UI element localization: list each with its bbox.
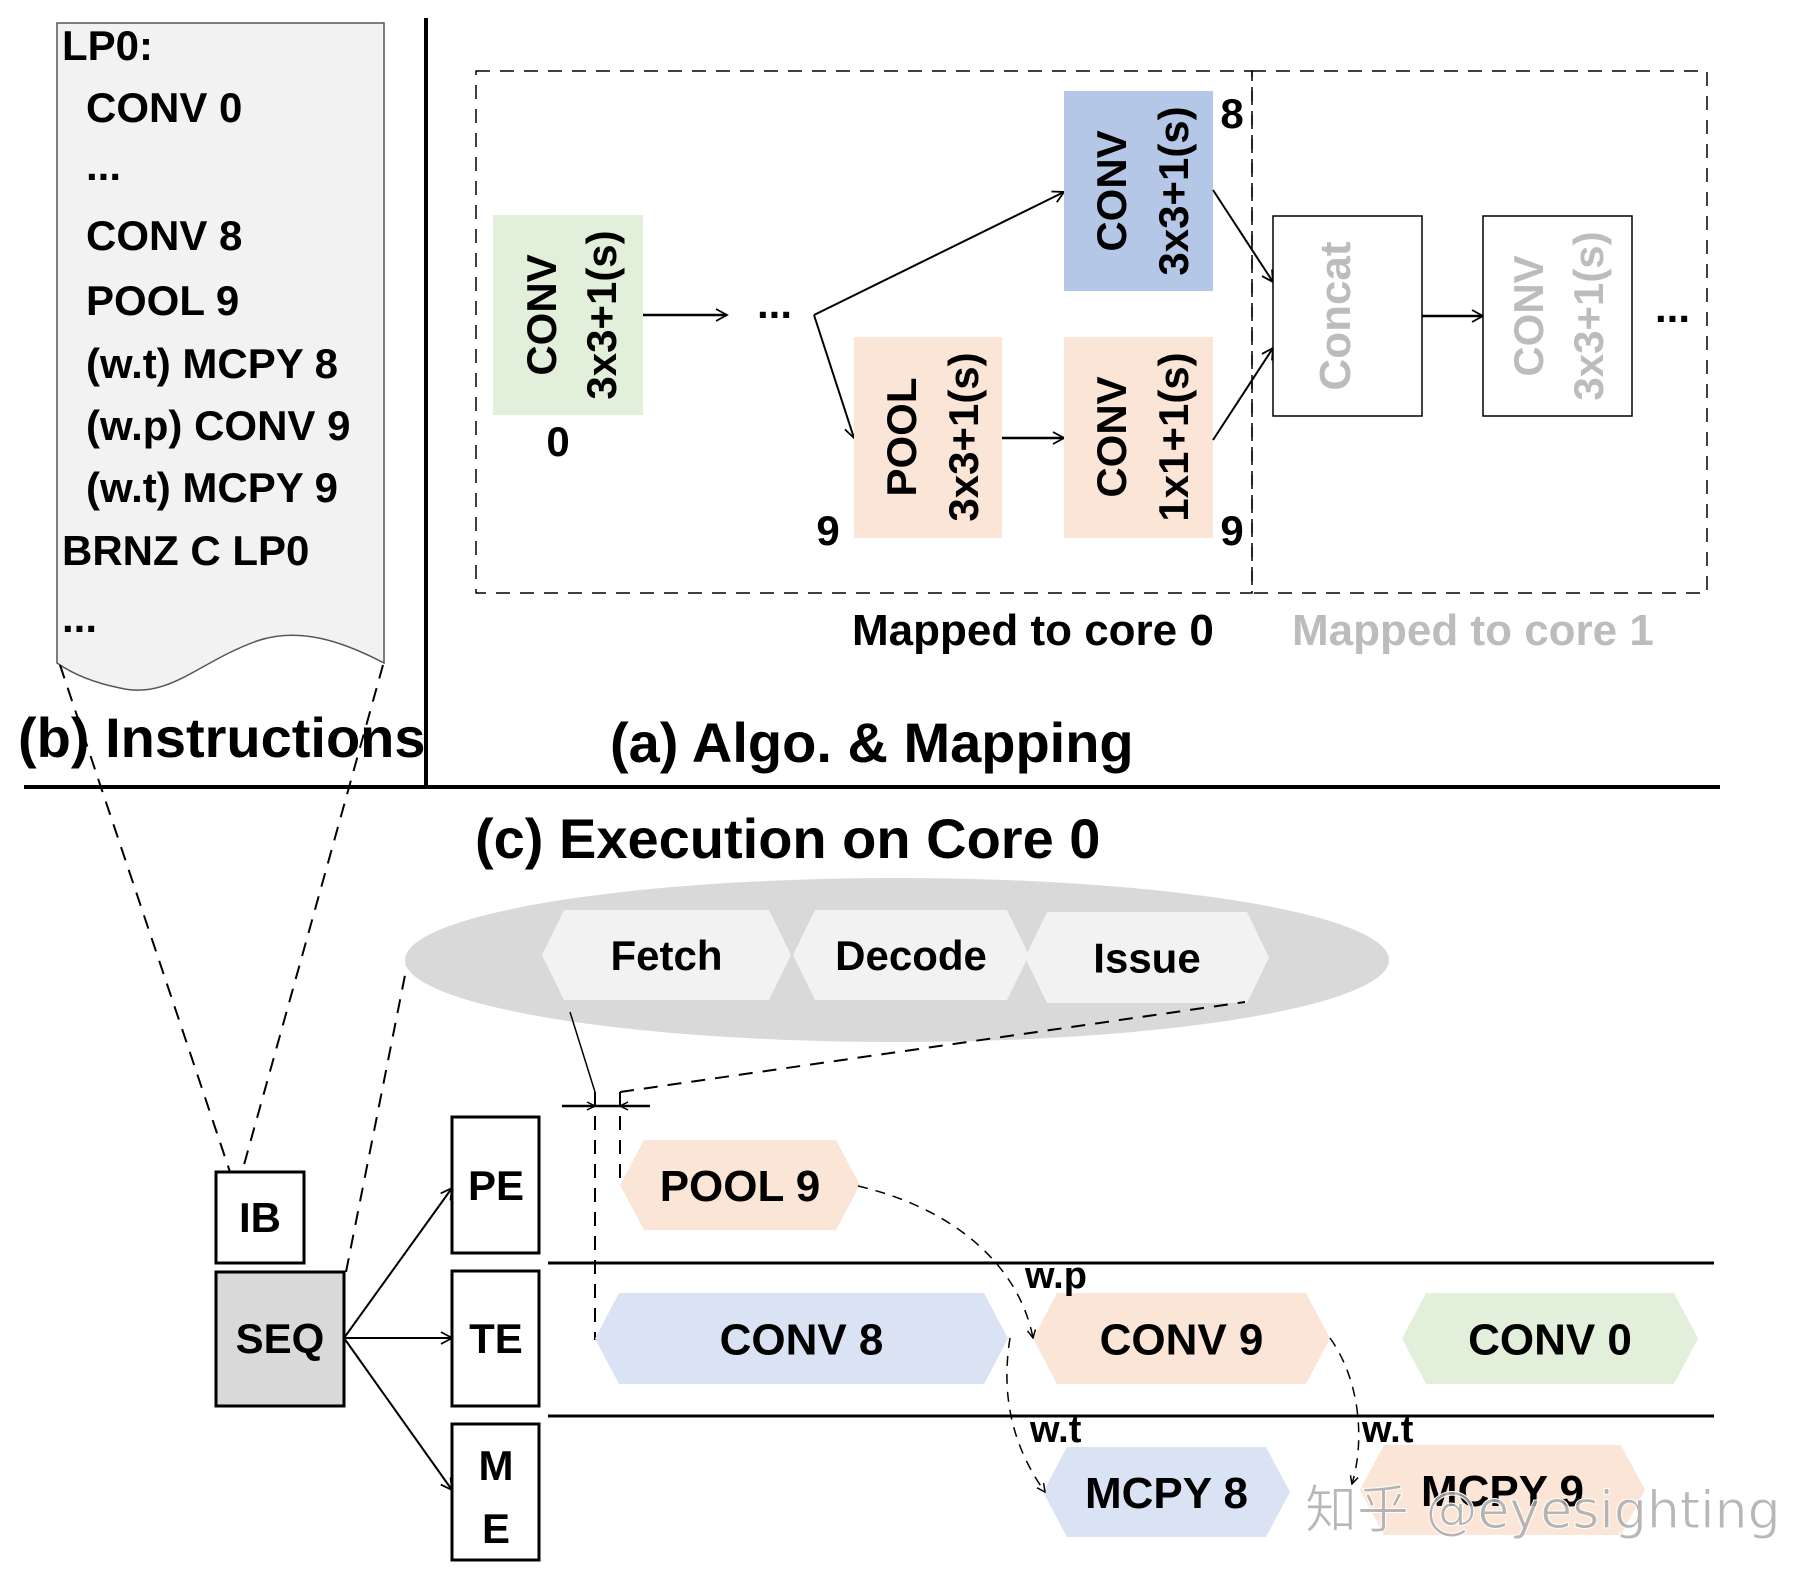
unit-ib-label: IB [239, 1194, 281, 1241]
seq-to-me-arrow [343, 1337, 454, 1492]
node-conv0-param: 3x3+1(s) [578, 230, 625, 399]
task-timeline: POOL 9 CONV 8 CONV 9 CONV 0 MCPY 8 MCPY 9 [595, 1140, 1698, 1537]
instruction-line: BRNZ C LP0 [62, 527, 309, 574]
task-pool9 [620, 1140, 860, 1230]
unit-me-label-1: M [479, 1442, 514, 1489]
node-conv0: CONV 3x3+1(s) 0 [493, 215, 643, 465]
instruction-line: CONV 8 [86, 212, 242, 259]
node-pool9-param: 3x3+1(s) [940, 352, 987, 521]
task-conv8-label: CONV 8 [720, 1316, 884, 1365]
instruction-line: ... [62, 594, 97, 641]
edge-branch-to-pool9 [813, 314, 858, 440]
node-conv8: CONV 3x3+1(s) 8 [1064, 90, 1244, 291]
task-mcpy8 [1043, 1447, 1290, 1537]
pipeline-stage-decode [793, 910, 1029, 1000]
dep-conv8-to-mcpy8 [1006, 1337, 1045, 1492]
instruction-line: LP0: [62, 22, 153, 69]
pipeline-zoom-left [569, 1011, 596, 1093]
node-conv9-param: 1x1+1(s) [1150, 352, 1197, 521]
seq-to-pe-arrow [343, 1186, 454, 1339]
node-conv8-param: 3x3+1(s) [1150, 106, 1197, 275]
pipeline-zoom-right [619, 1001, 1246, 1093]
core1-label: Mapped to core 1 [1292, 606, 1654, 655]
node-pool9-id: 9 [816, 507, 839, 554]
unit-seq[interactable]: SEQ [214, 1270, 346, 1408]
instruction-line: CONV 0 [86, 84, 242, 131]
unit-te[interactable]: TE [450, 1269, 541, 1408]
dep-conv9-to-mcpy9 [1329, 1337, 1360, 1484]
unit-pe-label: PE [468, 1162, 524, 1209]
node-conv-core1: CONV 3x3+1(s) [1482, 215, 1633, 417]
task-mcpy9 [1360, 1445, 1645, 1535]
dep-label-wt-2: w.t [1361, 1409, 1414, 1451]
pipeline-stage-label: Decode [835, 932, 987, 979]
node-conv9: CONV 1x1+1(s) 9 [1064, 337, 1244, 554]
dep-label-wt-1: w.t [1029, 1409, 1082, 1451]
pipeline-stage-label: Fetch [610, 932, 722, 979]
zoom-line-seq [345, 949, 411, 1273]
instructions-panel: LP0: CONV 0... CONV 8 POOL 9 (w.t) MCPY 8 (w.… [18, 22, 426, 769]
ellipsis-mid: ... [757, 280, 792, 327]
instruction-line: POOL 9 [86, 277, 239, 324]
node-conv0-id: 0 [546, 418, 569, 465]
node-conv-core1-op: CONV [1505, 255, 1552, 376]
node-conv0-op: CONV [518, 254, 565, 375]
task-pool9-label: POOL 9 [660, 1162, 821, 1211]
unit-me-label-2: E [482, 1505, 510, 1552]
instruction-line: (w.t) MCPY 8 [86, 340, 338, 387]
core0-label: Mapped to core 0 [852, 606, 1214, 655]
task-conv0 [1402, 1293, 1698, 1384]
instruction-list: LP0: CONV 0... CONV 8 POOL 9 (w.t) MCPY 8 (w.… [62, 22, 350, 641]
instruction-line: (w.p) CONV 9 [86, 402, 350, 449]
task-conv8 [595, 1293, 1008, 1384]
pipeline-stage-label: Issue [1093, 935, 1200, 982]
node-concat-op: Concat [1311, 241, 1360, 390]
edge-conv8-to-concat [1212, 189, 1275, 284]
execution-panel: (c) Execution on Core 0 Fetch Decode Issue… [59, 664, 1714, 1562]
zoom-line-left [59, 664, 231, 1173]
instruction-line: ... [86, 142, 121, 189]
node-conv9-id: 9 [1220, 507, 1243, 554]
unit-pe[interactable]: PE [450, 1115, 541, 1255]
dep-label-wp: w.p [1024, 1255, 1087, 1297]
node-conv9-op: CONV [1088, 376, 1135, 497]
node-conv8-op: CONV [1088, 130, 1135, 251]
task-conv9 [1033, 1293, 1330, 1384]
pipeline-stage-fetch [542, 910, 791, 1000]
dep-pool9-to-conv9 [857, 1185, 1033, 1338]
panel-b-title: (b) Instructions [18, 706, 426, 769]
zoom-line-right [241, 664, 384, 1173]
instruction-line: (w.t) MCPY 9 [86, 464, 338, 511]
unit-te-label: TE [469, 1315, 523, 1362]
unit-ib[interactable]: IB [214, 1170, 306, 1265]
core1-region [1251, 70, 1708, 594]
pipeline-stage-issue [1025, 912, 1269, 1003]
watermark: 知乎 @eyesighting [1305, 1481, 1781, 1541]
task-conv9-label: CONV 9 [1100, 1316, 1264, 1365]
edge-conv9-to-concat [1212, 346, 1275, 441]
panel-c-title: (c) Execution on Core 0 [475, 807, 1100, 870]
task-mcpy9-label: MCPY 9 [1421, 1467, 1584, 1516]
task-mcpy8-label: MCPY 8 [1085, 1469, 1248, 1518]
task-conv0-label: CONV 0 [1468, 1316, 1632, 1365]
edge-branch-to-conv8 [813, 190, 1066, 316]
ellipsis-end: ... [1655, 284, 1690, 331]
node-conv-core1-param: 3x3+1(s) [1565, 231, 1612, 400]
panel-a-title: (a) Algo. & Mapping [610, 711, 1134, 774]
node-pool9: POOL 3x3+1(s) 9 [816, 337, 1002, 554]
node-concat: Concat [1272, 215, 1423, 417]
unit-seq-label: SEQ [236, 1315, 325, 1362]
node-pool9-op: POOL [878, 377, 925, 496]
instruction-scroll [56, 22, 385, 691]
unit-me[interactable]: M E [450, 1422, 541, 1562]
algo-mapping-panel: CONV 3x3+1(s) 0 ... CONV 3x3+1(s) 8 POOL… [475, 70, 1708, 774]
node-conv8-id: 8 [1220, 90, 1243, 137]
pipeline-stages: Fetch Decode Issue [542, 910, 1269, 1003]
